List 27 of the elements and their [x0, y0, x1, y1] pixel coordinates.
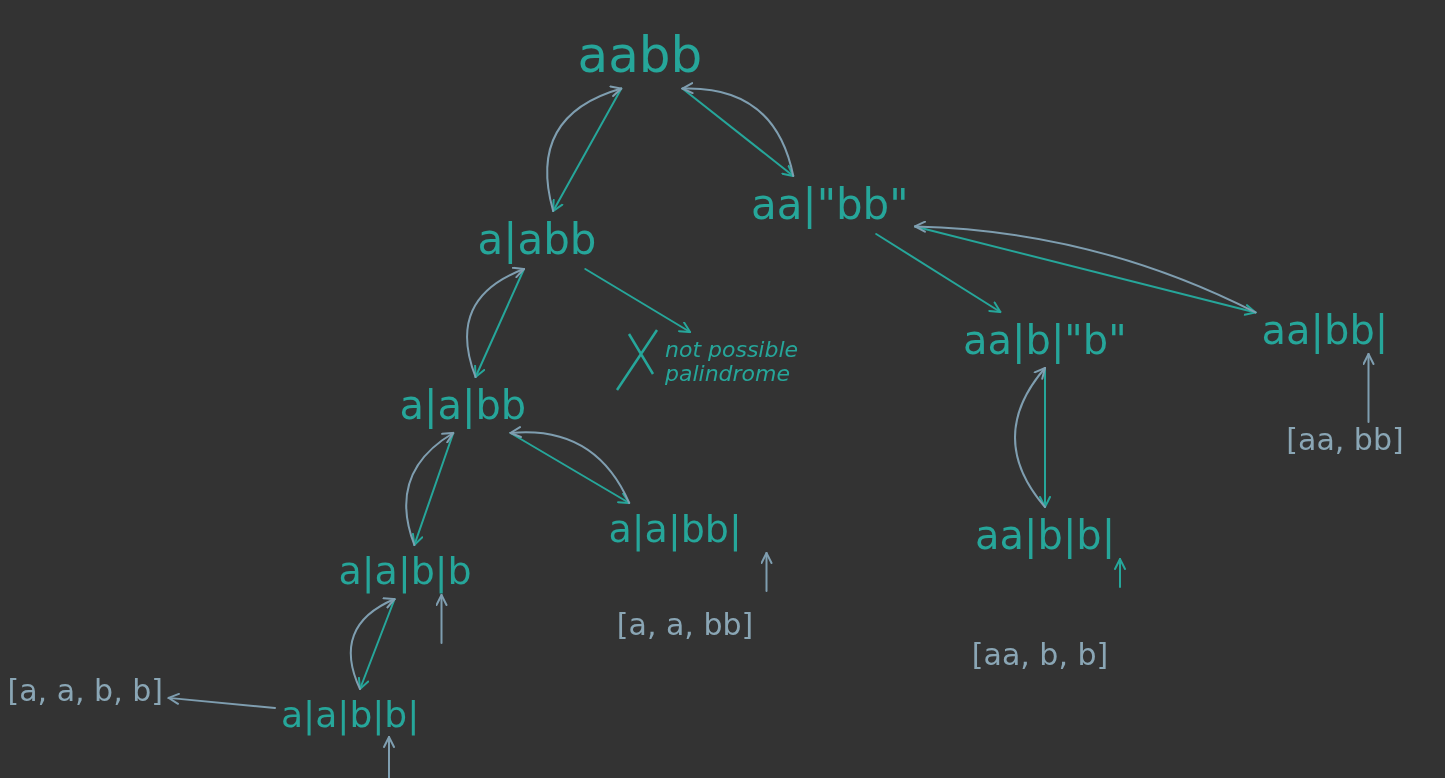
partition-label: aabb	[577, 27, 703, 83]
partition-label: a|a|bb	[399, 383, 527, 427]
partition-label: aa|b|b|	[975, 513, 1116, 557]
arrow	[383, 736, 395, 778]
arrow	[349, 597, 396, 690]
partition-label: a|a|b|b	[338, 551, 472, 593]
arrow	[1014, 367, 1046, 508]
arrow	[435, 594, 448, 644]
note-text: not possible palindrome	[665, 338, 815, 387]
result-list: [a, a, bb]	[616, 607, 754, 642]
partition-label: aa|"bb"	[751, 182, 909, 229]
partition-label: aa|bb|	[1261, 308, 1389, 352]
arrow	[1362, 353, 1375, 423]
partition-label: aa|b|"b"	[963, 318, 1127, 362]
arrow	[1039, 367, 1051, 508]
arrow	[584, 268, 692, 333]
partition-label: a|a|bb|	[608, 509, 742, 551]
arrow	[760, 552, 773, 592]
arrow	[875, 233, 1002, 313]
arrow	[167, 692, 276, 709]
arrow	[1114, 558, 1126, 588]
partition-label: a|a|b|b|	[281, 695, 420, 735]
partition-label: a|abb	[477, 217, 597, 264]
result-list: [a, a, b, b]	[7, 673, 163, 707]
result-list: [aa, b, b]	[971, 637, 1109, 672]
arrow	[357, 598, 396, 690]
result-list: [aa, bb]	[1286, 422, 1404, 457]
